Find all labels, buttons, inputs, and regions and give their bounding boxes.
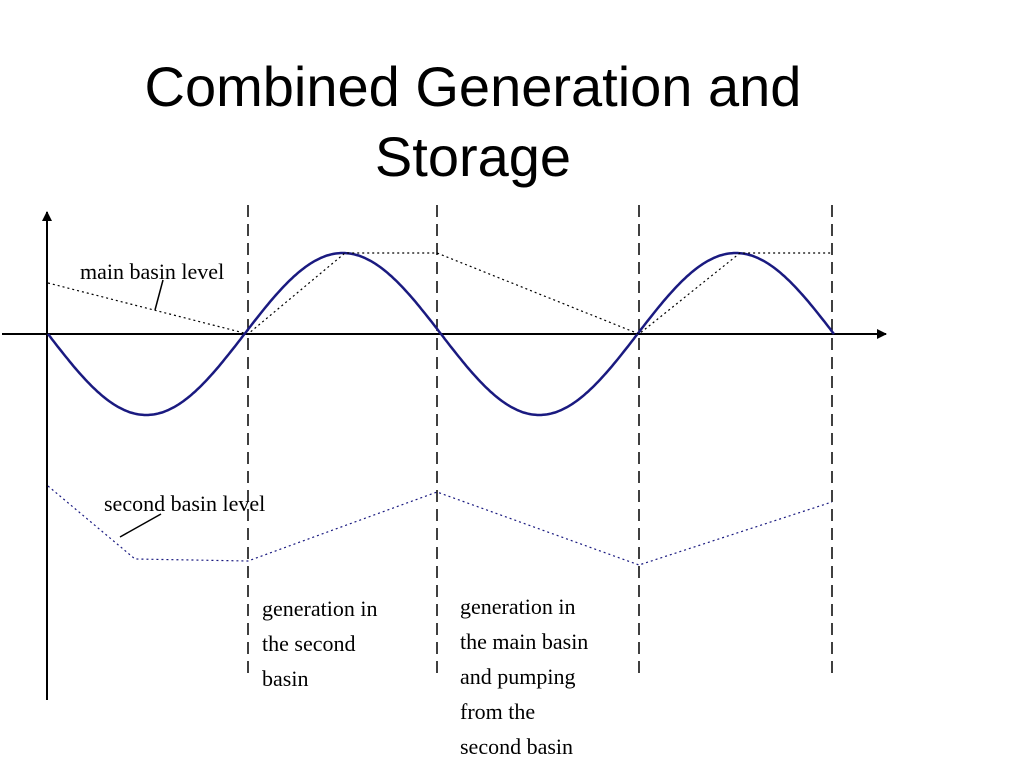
caption-second-basin-generation: generation in the second basin <box>262 591 377 696</box>
slide-title-line-2: Storage <box>374 125 572 188</box>
caption-line: the main basin <box>460 629 589 654</box>
second-basin-label: second basin level <box>104 491 265 516</box>
slide-title: Combined Generation and Storage <box>0 52 946 192</box>
caption-line: basin <box>262 666 309 691</box>
caption-line: and pumping <box>460 664 576 689</box>
tide-level-curve <box>47 251 835 417</box>
caption-line: generation in <box>262 596 378 621</box>
main-basin-level-line <box>47 252 832 335</box>
caption-line: generation in <box>460 594 576 619</box>
second-basin-level-line <box>47 485 833 566</box>
slide-title-line-1: Combined Generation and <box>144 55 802 118</box>
caption-line: second basin <box>460 734 574 759</box>
caption-main-basin-generation: generation in the main basin and pumping… <box>460 589 588 764</box>
main-basin-label: main basin level <box>80 259 224 284</box>
main-basin-leader <box>154 279 164 311</box>
caption-line: from the <box>460 699 536 724</box>
second-basin-leader <box>119 513 162 538</box>
caption-line: the second <box>262 631 356 656</box>
